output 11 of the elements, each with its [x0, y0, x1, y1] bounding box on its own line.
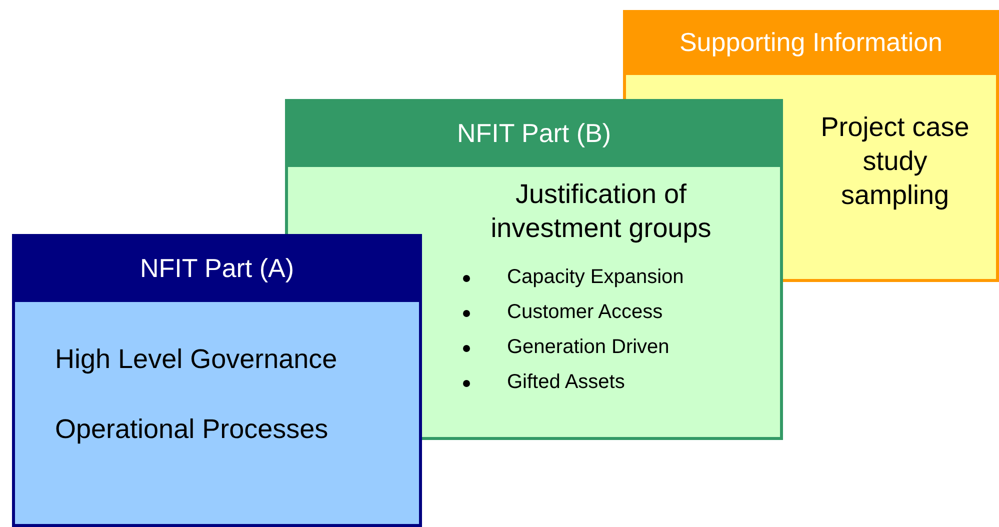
list-item: Gifted Assets — [507, 371, 625, 394]
list-item: Capacity Expansion — [507, 266, 684, 289]
body-text: High Level Governance — [55, 343, 338, 376]
body-text: Project case study sampling — [820, 111, 970, 212]
card-header: Supporting Information — [623, 10, 999, 75]
body-text: Justification of investment groups — [490, 178, 712, 245]
list-item: Customer Access — [507, 301, 663, 324]
list-item: Generation Driven — [507, 336, 670, 359]
card-header: NFIT Part (A) — [12, 234, 422, 302]
card-header: NFIT Part (B) — [285, 99, 783, 167]
body-text: Operational Processes — [55, 413, 330, 446]
